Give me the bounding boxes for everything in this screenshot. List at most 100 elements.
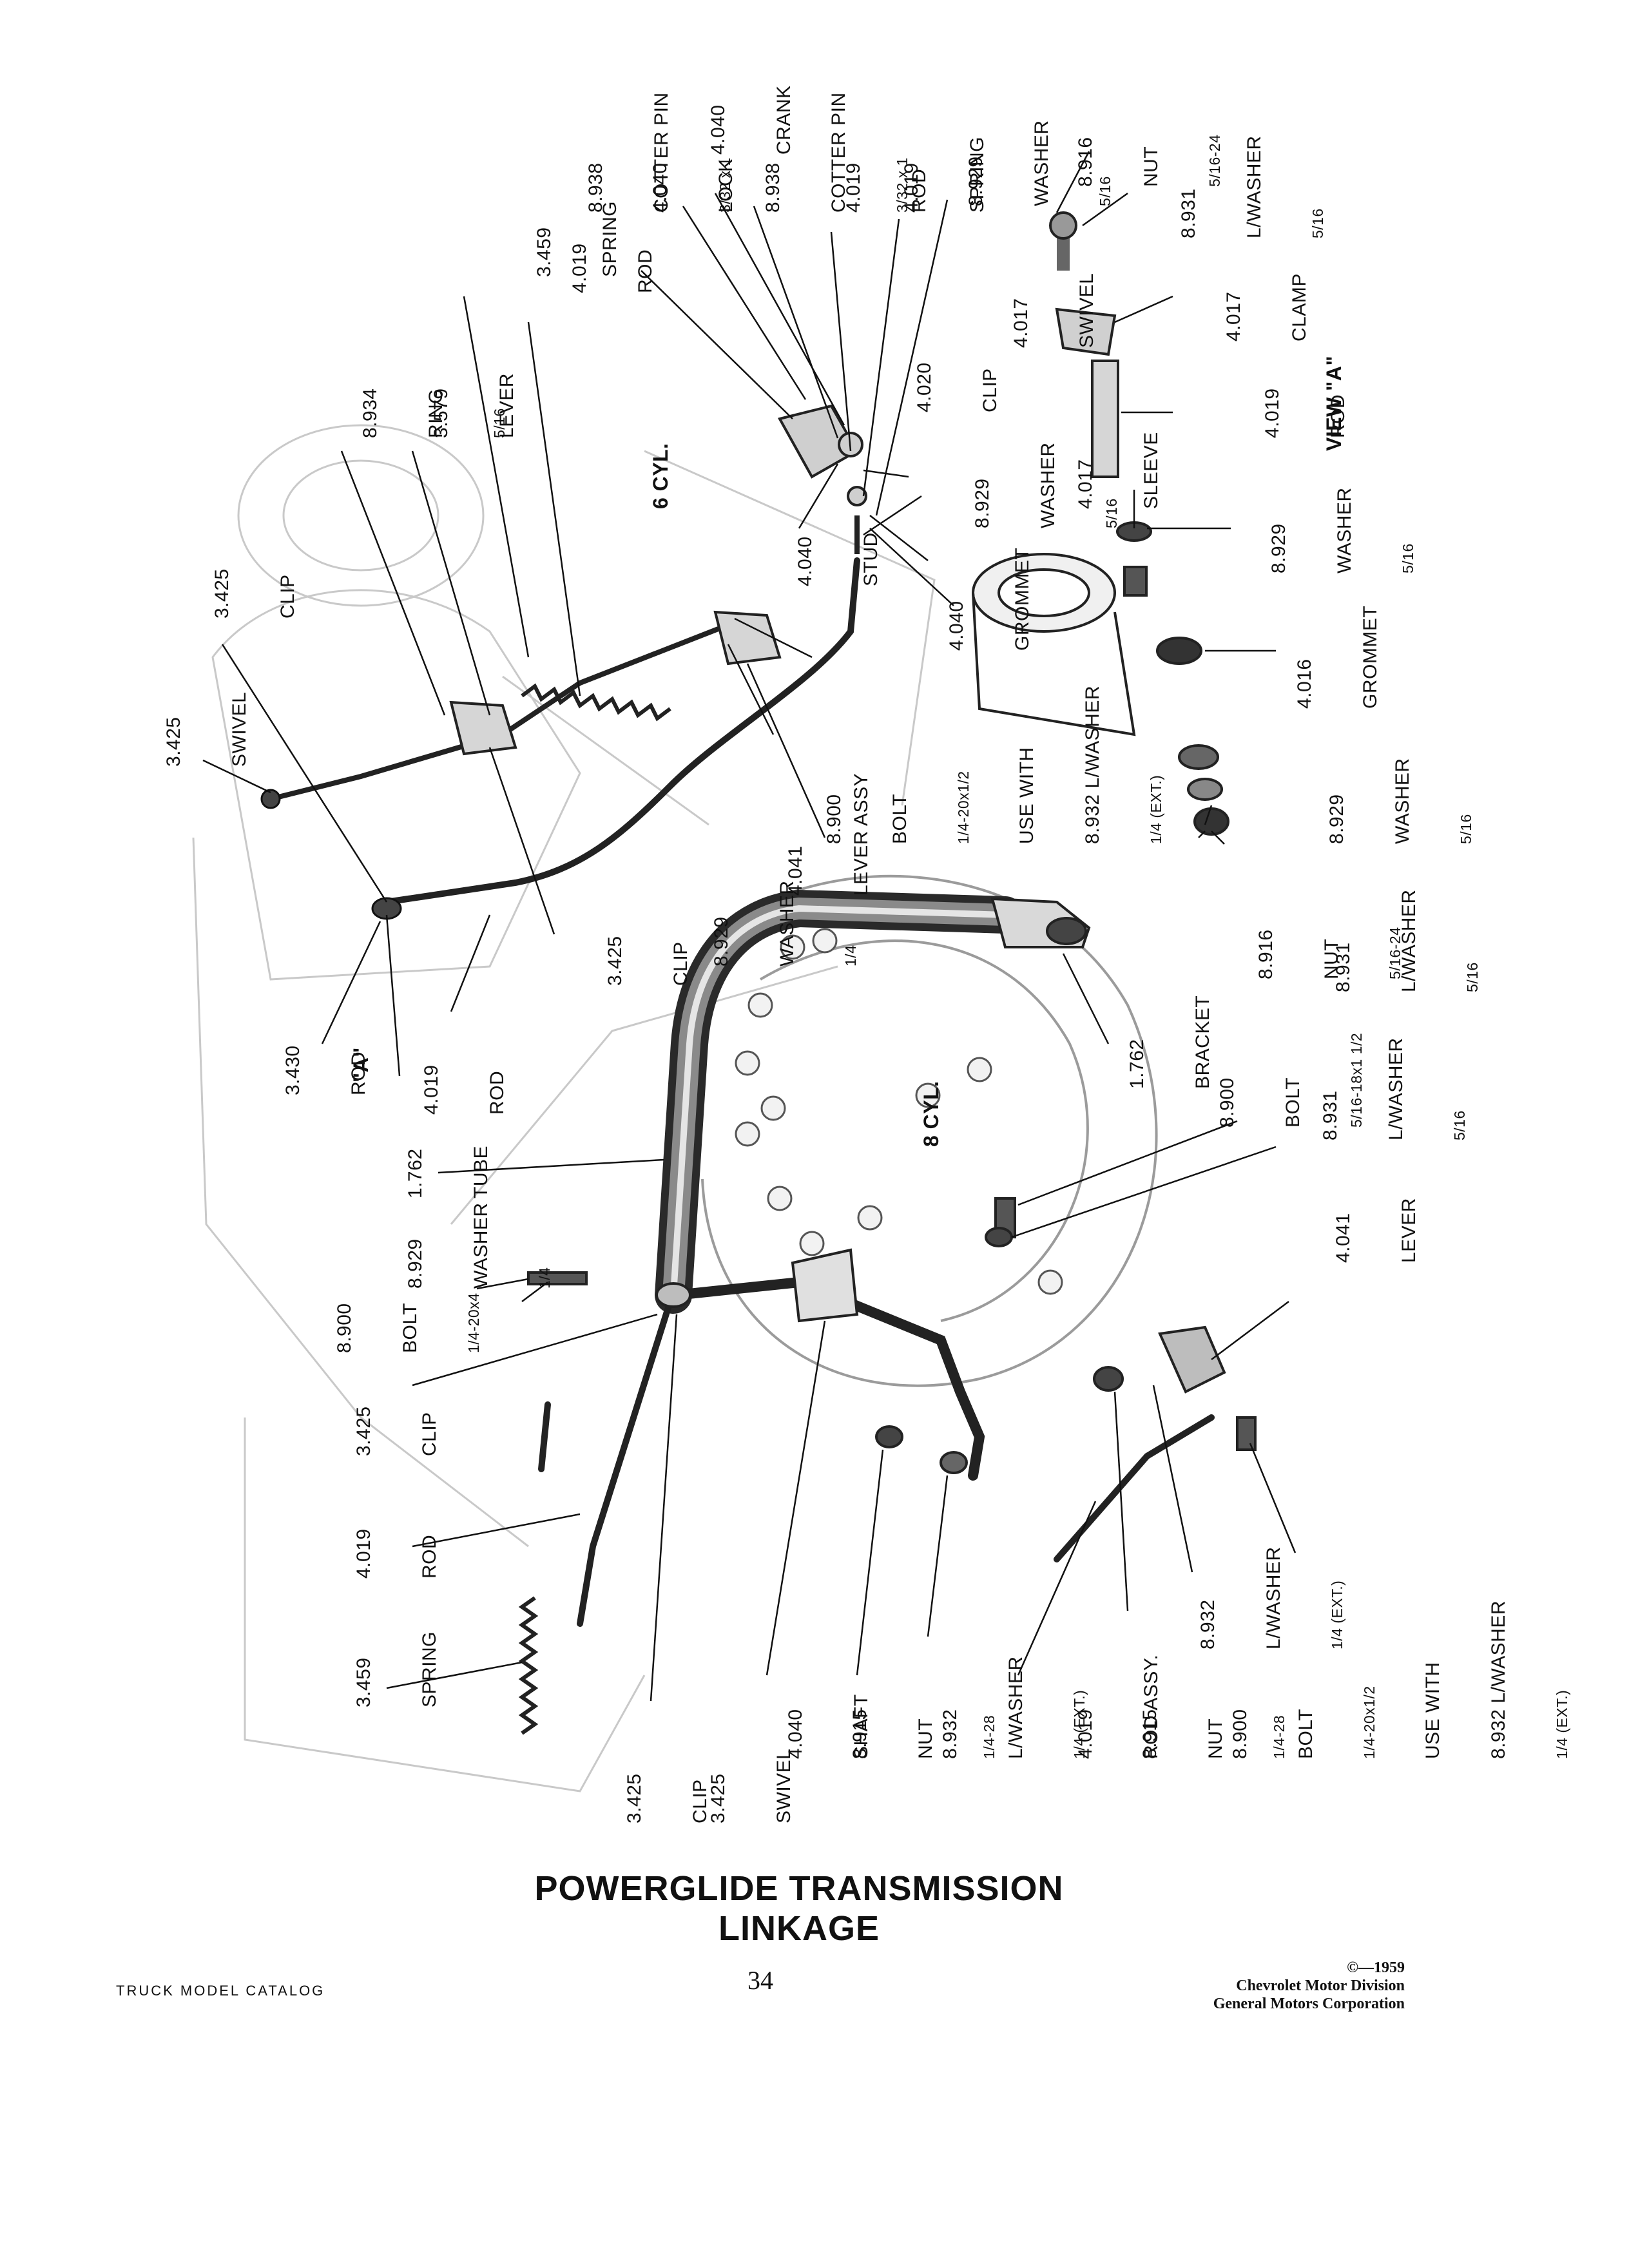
part-number: 8.938 [585,162,606,213]
part-size: 5/16 [1458,814,1474,844]
part-name: SLEEVE [1141,432,1162,509]
housing-bolts [735,928,1063,1295]
spring-3459-upper [521,683,671,722]
part-name: GROMMET [1012,547,1033,651]
part-name: ROD [635,249,656,293]
part-size: 5/16 [1400,543,1416,573]
part-note: 1/4 (EXT.) [1148,774,1164,844]
lower-hardware [527,1197,1257,1474]
six-cyl-label: 6 CYL. [606,443,715,509]
part-name: L/WASHER [1398,889,1420,992]
engine-ghost-sketch [192,424,936,1792]
part-name: BOLT [400,1302,421,1353]
part-name: WASHER [1392,758,1413,844]
callout-spring-low: 3.459 SPRING [309,1631,485,1707]
part-number: 8.938 [762,162,784,213]
section-label: 6 CYL. [649,443,672,509]
swivel-3425-upper [260,789,402,920]
part-name: L/WASHER [1244,135,1265,238]
part-name: CLIP [419,1412,440,1456]
callout-swivel-4017: 4.017 SWIVEL [967,273,1142,348]
view-a-label: VIEW "A" [1279,356,1389,451]
part-number: 3.425 [624,1773,645,1823]
part-number: 8.929 [965,156,987,206]
part-number: 4.020 [914,362,935,412]
eight-cyl-label: 8 CYL. [876,1081,986,1147]
part-number: 4.016 [1294,658,1315,709]
part-name: WASHER [1334,487,1355,573]
crank-assembly-6cyl [777,404,867,554]
part-number: 4.019 [901,162,922,213]
part-number: 8.900 [1217,1077,1238,1128]
part-name: BOLT [1295,1708,1316,1759]
spring-3459-lower [518,1596,539,1735]
callout-sleeve: 4.017 SLEEVE [1031,432,1206,509]
part-number: 8.934 [360,388,381,438]
part-name: WASHER [776,880,798,966]
section-label: "A" [349,1047,372,1082]
part-number: 4.019 [569,243,590,293]
lower-linkage [538,1298,1215,1627]
callout-lever-4041: 4.041 LEVER [1289,1198,1464,1263]
callout-clamp: 4.017 CLAMP [1179,273,1354,341]
part-size: 5/16 [1309,208,1326,238]
part-size: 1/4-20x1/2 [955,771,972,844]
part-name: GROMMET [1360,605,1381,709]
part-number: 8.929 [972,478,993,528]
part-number: 4.019 [421,1064,442,1115]
part-number: 3.579 [430,388,452,438]
flywheel-housing-8cyl [701,874,1158,1387]
part-name: LEVER [1398,1198,1420,1263]
part-size: 5/16 [1451,1110,1468,1140]
part-number: 4.041 [785,845,806,896]
part-number: 4.040 [650,162,671,213]
part-note: USE WITH [1422,1662,1443,1759]
part-number: 4.017 [1010,298,1032,348]
callout-lwasher-8cyl: 8.931 L/WASHER 5/16 [1276,1037,1512,1140]
copyright-division: Chevrolet Motor Division [1236,1977,1405,1994]
callout-bolt-low: 8.900 BOLT 1/4-20x4 [290,1293,526,1353]
part-name: CLAMP [1289,273,1310,341]
part-number: 8.931 [1178,188,1199,238]
callout-swivel-3425-top: 3.425 SWIVEL [119,692,294,767]
callout-washer-lower-right: 8.929 WASHER 5/16 [1282,758,1519,844]
part-name: WASHER [470,1202,492,1289]
section-label: 8 CYL. [920,1081,943,1147]
lever-assembly-6cyl [449,610,782,756]
view-a-assembly [972,211,1229,836]
part-number: 4.040 [785,1709,806,1759]
part-name: SWIVEL [229,691,250,767]
callout-rod-4019-mid: 4.019 ROD [377,1064,552,1115]
part-name: CLIP [670,941,691,986]
callout-swivel-3425-bottom: 3.425 SWIVEL [664,1749,839,1823]
callout-lwasher-top: 8.931 L/WASHER 5/16 [1134,135,1371,238]
part-number: 8.900 [334,1303,355,1353]
part-note: 8.932 L/WASHER [1082,686,1103,844]
part-name: ROD [487,1070,508,1115]
callout-bolt-bottom: 8.900 BOLT 1/4-20x1/2 USE WITH 8.932 L/W… [1186,1600,1615,1759]
part-size: 1/4 [536,1267,553,1289]
part-number: 4.019 [353,1528,374,1579]
part-number: 8.932 [940,1709,961,1759]
callout-clip-3425-low: 3.425 CLIP [309,1406,485,1456]
part-number: 4.019 [1075,1709,1096,1759]
part-number: 8.900 [1229,1709,1251,1759]
part-number: 3.425 [604,936,626,986]
callout-clip-4020: 4.020 CLIP [870,362,1045,412]
shaft-4040 [671,1276,985,1481]
part-number: 8.931 [1320,1090,1341,1140]
part-number: 3.459 [353,1657,374,1707]
part-number: 3.430 [282,1045,304,1095]
copyright-block: ©—1959 Chevrolet Motor Division General … [1057,1959,1405,2013]
callout-tube: 1.762 TUBE [361,1146,536,1198]
part-name: TUBE [470,1145,492,1198]
page-title: POWERGLIDE TRANSMISSION LINKAGE [534,1869,1064,1948]
callout-stud: 4.040 STUD [751,532,926,586]
copyright-corporation: General Motors Corporation [1213,1995,1405,2012]
callout-clip-3425-top: 3.425 CLIP [168,568,343,619]
part-size: 1/4-20x4 [465,1293,482,1353]
part-name: LEVER [496,373,517,438]
part-number: 3.425 [211,568,233,619]
part-number: 8.915 [849,1709,871,1759]
